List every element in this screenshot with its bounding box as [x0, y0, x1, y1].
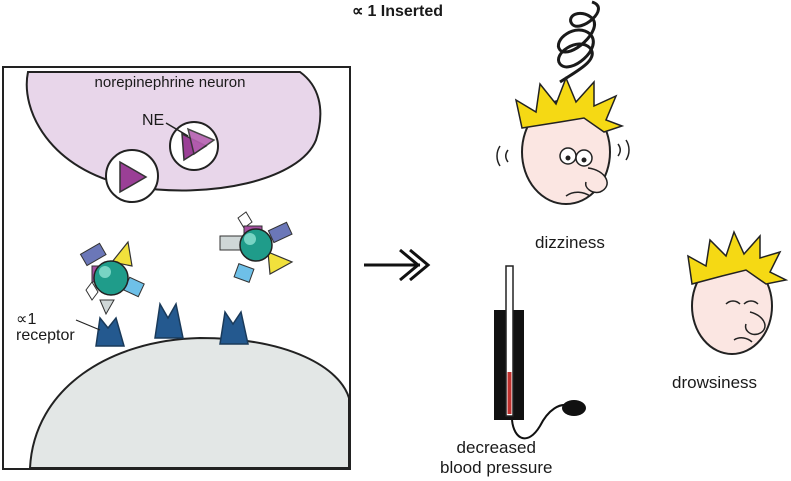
blood-pressure-gauge-icon [494, 265, 586, 440]
dizzy-face-icon [496, 75, 630, 205]
ne-pointer [165, 122, 189, 137]
leads-to-arrow [364, 248, 431, 282]
vesicle-right [169, 121, 219, 171]
receptor-middle [154, 301, 184, 339]
drowsiness-label: drowsiness [672, 373, 758, 392]
dizzy-spiral-icon [556, 0, 600, 84]
alpha1-blocker-molecule-free [219, 211, 294, 283]
dizziness-label: dizziness [535, 233, 605, 252]
neuron-label: norepinephrine neuron [94, 74, 246, 91]
receptor-pointer [75, 319, 101, 331]
drowsy-face-icon [687, 229, 789, 355]
receptor-right [219, 309, 249, 345]
receptor-label: ∝1 receptor [16, 311, 75, 344]
page-title: ∝1 Inserted [352, 3, 444, 20]
vesicle-left [105, 149, 159, 203]
postsynaptic-cell [28, 336, 350, 469]
norepinephrine-neuron [25, 71, 322, 192]
alpha1-blocker-molecule-bound [79, 240, 145, 316]
ne-label: NE [142, 112, 165, 129]
blood-pressure-label: decreased blood pressure [440, 438, 553, 477]
alpha1-receptor [95, 316, 125, 347]
